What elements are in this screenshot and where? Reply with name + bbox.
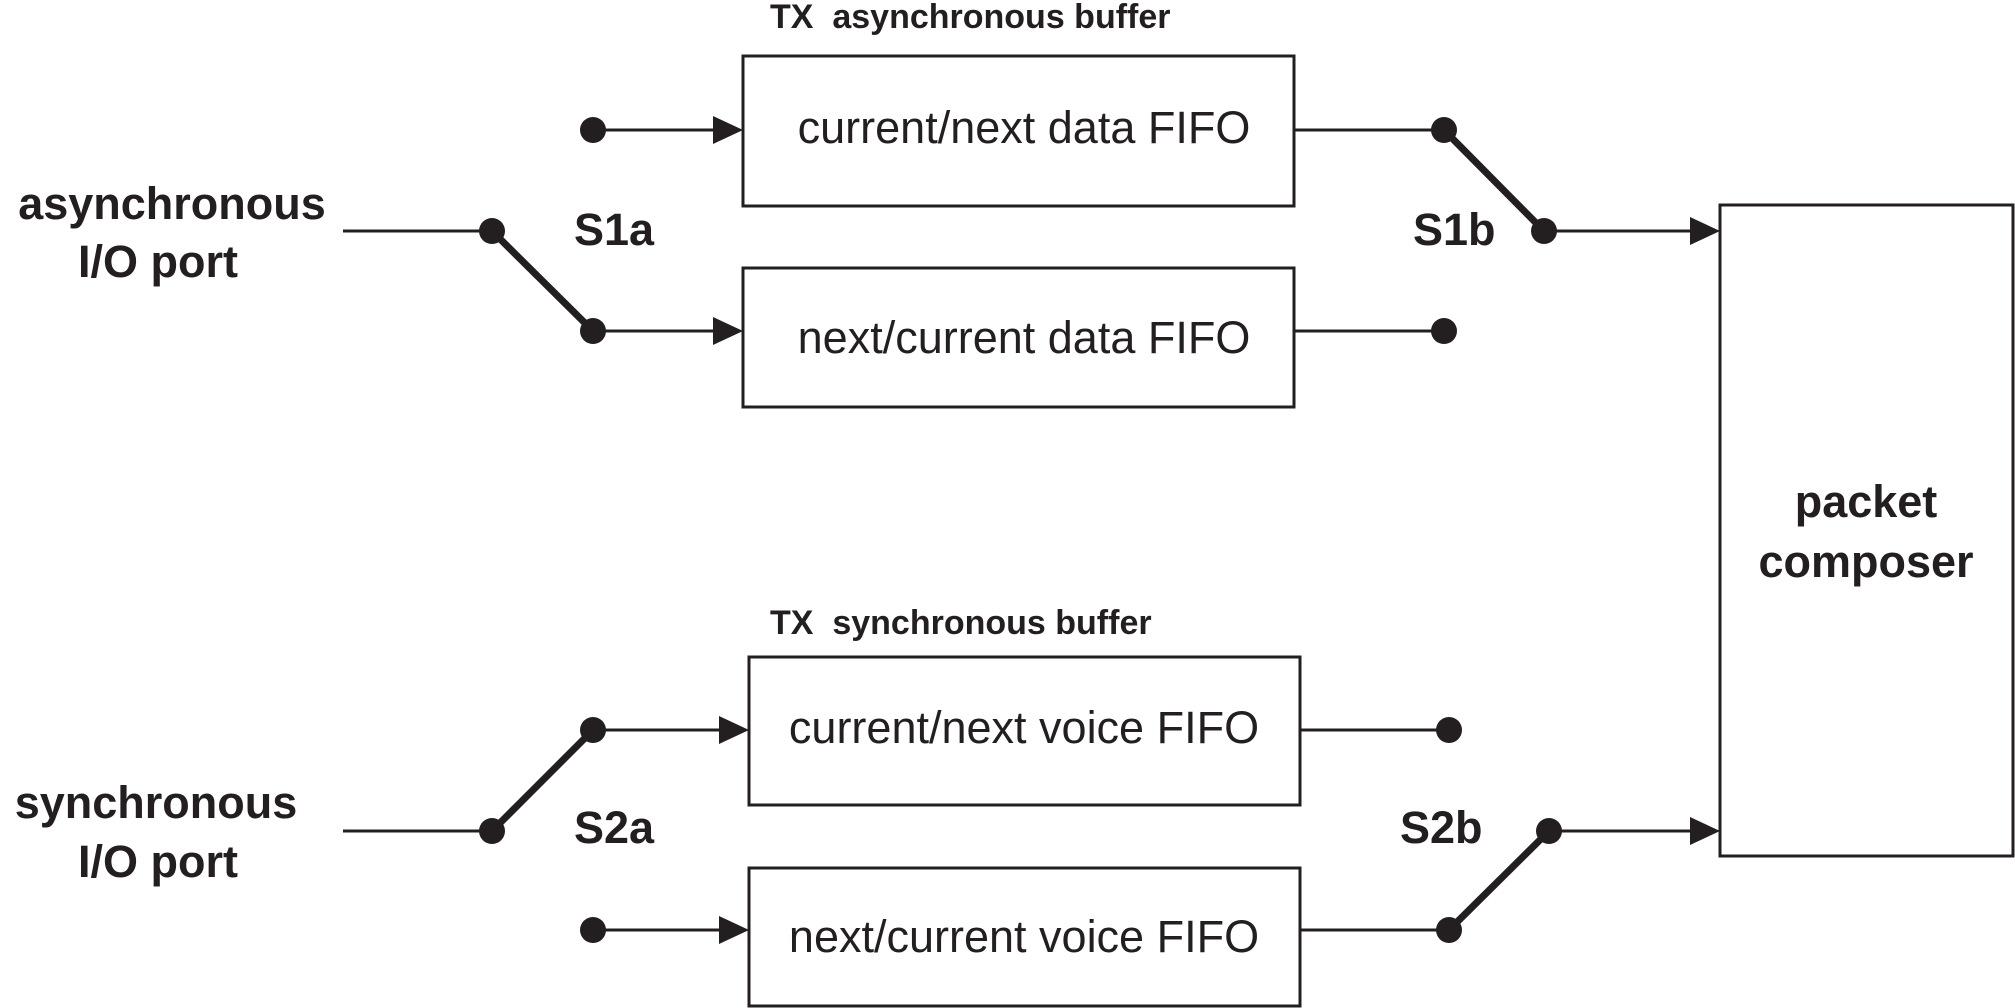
- switch-label-s2b: S2b: [1400, 802, 1483, 853]
- fifo-box: [747, 655, 1302, 807]
- arrowhead: [1690, 217, 1720, 245]
- switch-node: [580, 717, 606, 743]
- fifo-label: current/next data FIFO: [798, 102, 1251, 153]
- switch-node: [1536, 818, 1562, 844]
- switch-node: [580, 318, 606, 344]
- switch-label-s2a: S2a: [574, 802, 655, 853]
- fifo-box: [747, 866, 1302, 1008]
- switch-s1a-arm: [488, 227, 597, 335]
- packet-composer: packet composer: [1718, 203, 2015, 858]
- arrowhead: [713, 116, 743, 144]
- switch-node: [1436, 917, 1462, 943]
- switch-label-s1a: S1a: [574, 204, 655, 255]
- switch-node: [1431, 318, 1457, 344]
- fifo-label: current/next voice FIFO: [789, 702, 1259, 753]
- switch-s2b-arm: [1445, 827, 1553, 934]
- switch-node: [479, 818, 505, 844]
- switch-node: [479, 218, 505, 244]
- fifo-label: next/current voice FIFO: [789, 911, 1259, 962]
- arrowhead: [1690, 817, 1720, 845]
- fifo-current-next-data: current/next data FIFO: [741, 54, 1296, 208]
- async-port-label-line2: I/O port: [78, 236, 238, 287]
- async-port-label-line1: asynchronous: [18, 178, 326, 229]
- sync-buffer-title: TX synchronous buffer: [770, 604, 1152, 642]
- fifo-box: [741, 54, 1296, 208]
- switch-node: [1531, 218, 1557, 244]
- switch-s2a-arm: [488, 726, 597, 835]
- switch-node: [1436, 717, 1462, 743]
- arrowhead: [719, 716, 749, 744]
- fifo-current-next-voice: current/next voice FIFO: [747, 655, 1302, 807]
- switch-label-s1b: S1b: [1413, 204, 1496, 255]
- packet-composer-line2: composer: [1758, 536, 1973, 587]
- packet-composer-box: [1718, 203, 2015, 858]
- async-buffer-title: TX asynchronous buffer: [770, 0, 1171, 36]
- fifo-next-current-data: next/current data FIFO: [741, 266, 1296, 409]
- packet-composer-line1: packet: [1795, 476, 1938, 527]
- switch-node: [1431, 117, 1457, 143]
- arrowhead: [719, 916, 749, 944]
- switch-s1b-arm: [1440, 126, 1548, 235]
- switch-node: [580, 117, 606, 143]
- fifo-box: [741, 266, 1296, 409]
- fifo-label: next/current data FIFO: [798, 312, 1251, 363]
- arrowhead: [713, 317, 743, 345]
- sync-port-label-line2: I/O port: [78, 836, 238, 887]
- fifo-next-current-voice: next/current voice FIFO: [747, 866, 1302, 1008]
- switch-node: [580, 917, 606, 943]
- sync-port-label-line1: synchronous: [15, 777, 298, 828]
